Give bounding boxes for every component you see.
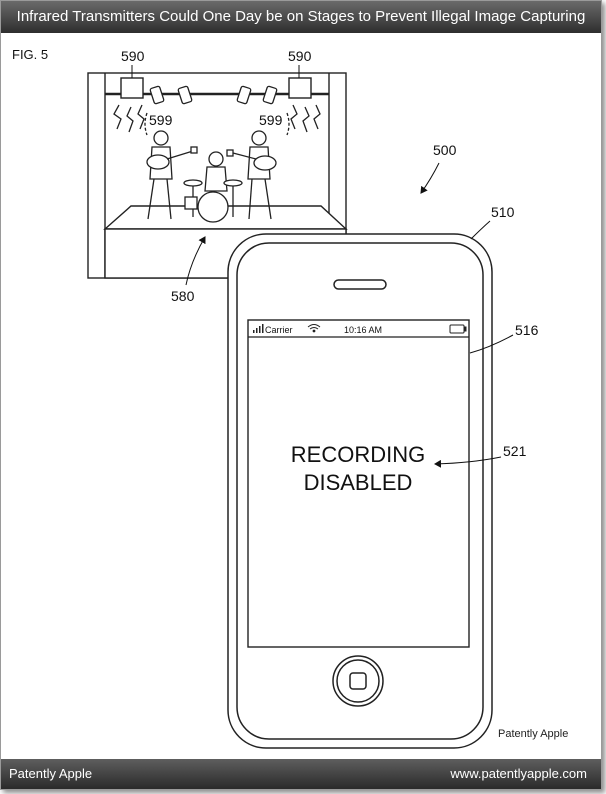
wifi-icon — [307, 324, 321, 333]
watermark: Patently Apple — [498, 728, 569, 740]
battery-icon — [449, 324, 467, 334]
recording-message-line2: DISABLED — [304, 470, 413, 495]
guitarist-left — [146, 130, 198, 220]
ref-521: 521 — [503, 443, 527, 459]
footer-url[interactable]: www.patentlyapple.com — [450, 766, 587, 781]
footer-brand: Patently Apple — [9, 766, 93, 781]
carrier-label: Carrier — [265, 325, 293, 335]
ir-signal-right — [286, 104, 321, 136]
patent-drawing: 590 590 599 599 580 500 — [87, 48, 539, 749]
guitarist-right — [226, 130, 277, 220]
ref-516: 516 — [515, 322, 539, 338]
ref-590-right: 590 — [288, 48, 312, 64]
status-bar: Carrier 10:16 AM — [253, 324, 467, 335]
spotlights — [149, 85, 278, 105]
signal-strength-icon — [253, 324, 264, 333]
phone-device — [227, 233, 493, 749]
recording-message-line1: RECORDING — [291, 442, 425, 467]
figure-label: FIG. 5 — [12, 47, 49, 62]
ir-signal-left — [113, 104, 148, 136]
ref-599-right: 599 — [259, 112, 283, 128]
ref-510: 510 — [491, 204, 515, 220]
footer-bar: Patently Apple www.patentlyapple.com — [1, 759, 601, 789]
ref-590-left: 590 — [121, 48, 145, 64]
ref-580: 580 — [171, 288, 195, 304]
ir-transmitter-left — [120, 77, 144, 99]
status-time: 10:16 AM — [344, 325, 382, 335]
ir-transmitter-right — [288, 77, 312, 99]
ref-599-left: 599 — [149, 112, 173, 128]
drummer — [183, 151, 243, 223]
ref-500: 500 — [433, 142, 457, 158]
title-bar: Infrared Transmitters Could One Day be o… — [1, 1, 601, 33]
page-title: Infrared Transmitters Could One Day be o… — [16, 8, 586, 25]
